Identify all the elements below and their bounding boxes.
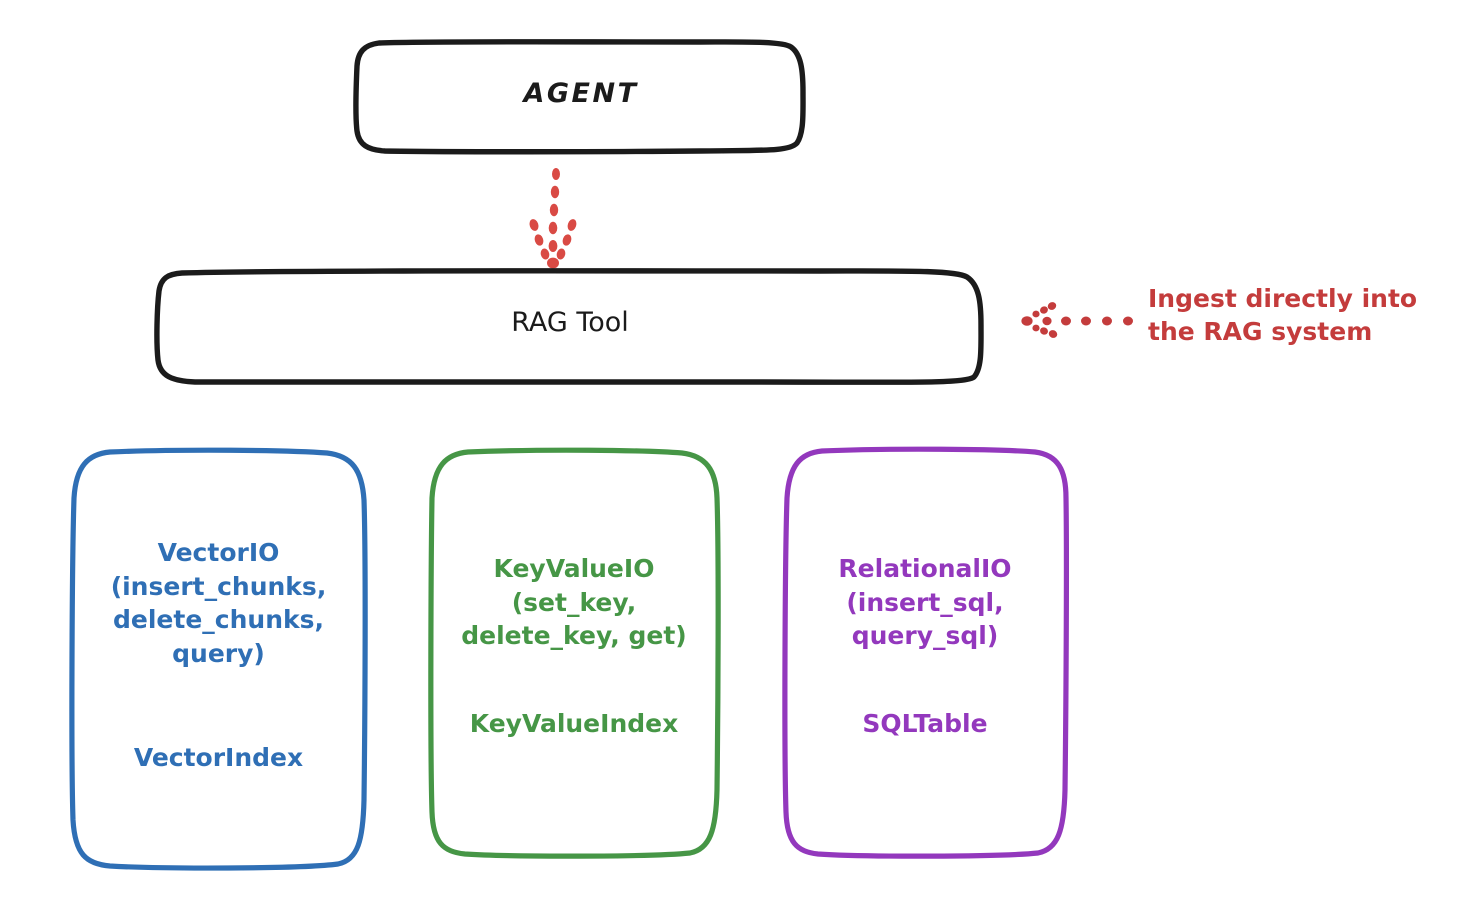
rag-tool-box-outline bbox=[154, 268, 984, 386]
relational-io-box-outline bbox=[782, 446, 1070, 859]
ingest-annotation-text: Ingest directly into the RAG system bbox=[1148, 284, 1418, 346]
key-value-io-node[interactable] bbox=[428, 447, 721, 859]
agent-box-outline bbox=[353, 39, 806, 155]
agent-to-rag-connector bbox=[529, 168, 577, 269]
rag-tool-node[interactable] bbox=[154, 268, 984, 386]
vector-io-node[interactable] bbox=[69, 447, 368, 871]
agent-node[interactable] bbox=[353, 39, 806, 155]
key-value-io-box-outline bbox=[428, 447, 721, 859]
ingest-arrow-connector bbox=[1021, 302, 1133, 338]
vector-io-box-outline bbox=[69, 447, 368, 871]
relational-io-node[interactable] bbox=[782, 446, 1070, 859]
